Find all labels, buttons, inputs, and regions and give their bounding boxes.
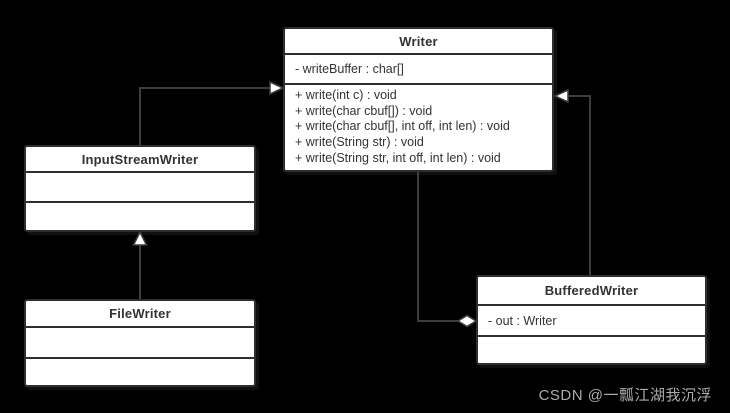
csdn-watermark: CSDN @一瓢江湖我沉浮	[538, 387, 712, 404]
attribute-row: - out : Writer	[488, 313, 557, 328]
class-writer: Writer - writeBuffer : char[] + write(in…	[283, 27, 554, 172]
method-row: + write(String str) : void	[295, 135, 424, 150]
class-title: Writer	[399, 33, 438, 49]
generalization-arrowhead-icon	[269, 80, 285, 96]
methods-compartment: + write(int c) : void + write(char cbuf[…	[285, 83, 552, 172]
methods-compartment	[26, 357, 254, 387]
aggregation-diamond-icon	[456, 314, 478, 328]
attributes-compartment: - writeBuffer : char[]	[285, 53, 552, 83]
methods-compartment	[478, 335, 705, 365]
attributes-compartment: - out : Writer	[478, 304, 705, 335]
attribute-row: - writeBuffer : char[]	[295, 62, 404, 76]
method-row: + write(int c) : void	[295, 88, 397, 102]
class-title: InputStreamWriter	[81, 151, 199, 167]
class-inputstreamwriter: InputStreamWriter	[24, 145, 256, 232]
attributes-compartment	[26, 171, 254, 201]
generalization-line-inputstreamwriter-writer	[139, 87, 271, 145]
class-filewriter: FileWriter	[24, 299, 256, 387]
generalization-arrowhead-icon	[132, 230, 148, 246]
method-row: + write(char cbuf[], int off, int len) :…	[295, 119, 510, 134]
class-title: FileWriter	[109, 306, 171, 321]
class-bufferedwriter: BufferedWriter - out : Writer	[476, 275, 707, 365]
methods-compartment	[26, 201, 254, 232]
generalization-arrowhead-icon	[553, 88, 569, 104]
aggregation-line-writer-bufferedwriter	[417, 172, 459, 322]
method-row: + write(String str, int off, int len) : …	[295, 150, 501, 165]
class-title: BufferedWriter	[544, 283, 639, 298]
generalization-line-bufferedwriter-writer	[567, 95, 591, 275]
attributes-compartment	[26, 326, 254, 357]
method-row: + write(char cbuf[]) : void	[295, 103, 433, 118]
